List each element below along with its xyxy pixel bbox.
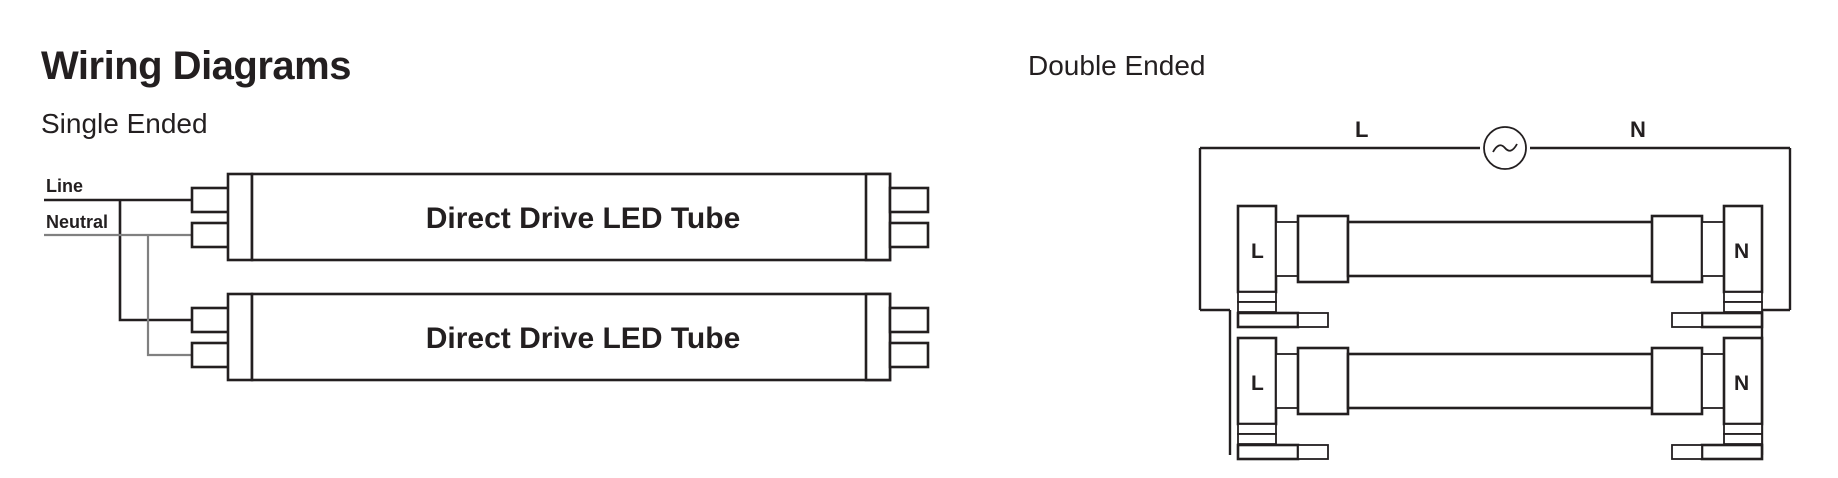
tube-2-right-pin-bottom <box>888 341 930 369</box>
tube-2-left-pin-top <box>190 306 232 334</box>
row-1-right-holder-base-b <box>1671 312 1703 328</box>
row-1-tube-cap-left <box>1296 214 1350 284</box>
tube-2-end-cap-right <box>864 292 892 382</box>
row-2-right-holder-base-b <box>1671 444 1703 460</box>
row-1-left-holder-rib-1 <box>1237 291 1277 303</box>
tube-1-label: Direct Drive LED Tube <box>426 202 741 235</box>
row-1-left-holder-label: L <box>1251 240 1264 263</box>
row-1-left-pin-block <box>1275 221 1299 277</box>
line-wire <box>44 198 192 322</box>
row-1-right-holder-rib-1 <box>1723 291 1763 303</box>
line-wire-label: Line <box>46 176 83 196</box>
row-2-left-holder-base-b <box>1297 444 1329 460</box>
row-2-left-holder-rib-1 <box>1237 423 1277 435</box>
row-1-tube-cap-right <box>1650 214 1704 284</box>
tube-1-right-pin-top <box>888 186 930 214</box>
row-2-right-holder-base-a <box>1700 443 1764 461</box>
row-1-right-holder-label: N <box>1734 240 1749 263</box>
row-1-right-pin-block <box>1701 221 1725 277</box>
single-ended-heading: Single Ended <box>41 108 208 139</box>
row-1-left-holder-body <box>1236 204 1278 294</box>
row-2-tube-cap-left <box>1296 346 1350 416</box>
row-1-left-holder-rib-2 <box>1237 301 1277 313</box>
double-ended-tube-row-1: L N <box>1236 204 1764 329</box>
row-1-right-holder-base-a <box>1700 311 1764 329</box>
tube-2-right-pin-top <box>888 306 930 334</box>
row-2-left-holder-rib-2 <box>1237 433 1277 445</box>
supply-line-label: L <box>1355 117 1368 142</box>
row-1-tube-body <box>1346 220 1690 278</box>
supply-neutral-label: N <box>1630 117 1646 142</box>
row-2-right-holder-rib-2 <box>1723 433 1763 445</box>
row-2-left-holder-base-a <box>1236 443 1300 461</box>
page-title: Wiring Diagrams <box>41 44 351 88</box>
tube-2-end-cap-left <box>226 292 254 382</box>
row-1-right-holder-rib-2 <box>1723 301 1763 313</box>
led-tube-1: Direct Drive LED Tube <box>190 172 930 262</box>
row-2-right-holder-body <box>1722 336 1764 426</box>
tube-1-end-cap-right <box>864 172 892 262</box>
tube-2-body <box>250 292 892 382</box>
tube-2-label: Direct Drive LED Tube <box>426 322 741 355</box>
tube-1-right-pin-bottom <box>888 221 930 249</box>
row-2-right-pin-block <box>1701 353 1725 409</box>
row-2-right-holder-rib-1 <box>1723 423 1763 435</box>
neutral-wire <box>44 233 192 357</box>
tube-1-left-pin-top <box>190 186 232 214</box>
tube-1-body <box>250 172 892 262</box>
row-2-right-holder-label: N <box>1734 372 1749 395</box>
neutral-wire-label: Neutral <box>46 212 108 232</box>
double-ended-tube-row-2: L N <box>1236 336 1764 461</box>
row-2-left-holder-label: L <box>1251 372 1264 395</box>
row-2-tube-body <box>1346 352 1690 410</box>
row-2-left-pin-block <box>1275 353 1299 409</box>
ac-source-icon <box>1483 126 1527 170</box>
led-tube-2: Direct Drive LED Tube <box>190 292 930 382</box>
row-1-left-holder-base-b <box>1297 312 1329 328</box>
double-ended-heading: Double Ended <box>1028 50 1206 81</box>
row-1-left-holder-base-a <box>1236 311 1300 329</box>
row-2-tube-cap-right <box>1650 346 1704 416</box>
